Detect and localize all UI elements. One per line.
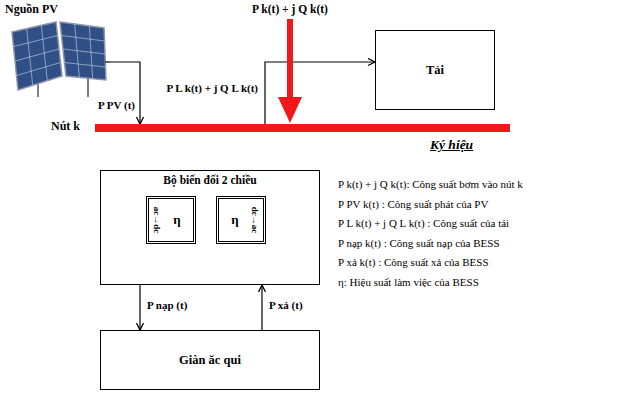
injected-power-arrow [278,19,302,123]
panel-grid [14,24,106,85]
node-label: Bộ biến đổi 2 chiều [163,174,256,186]
efficiency-symbol: η [173,212,180,228]
flow-label: P L k(t) + j Q L k(t) [165,82,259,94]
converter-unit: η ac→dc [146,196,196,244]
conversion-label: ac→dc [152,207,162,234]
power-flow-line [110,62,140,124]
solar-panel-illustration [8,18,110,98]
flow-label: P PV (t) [97,99,136,111]
power-flow-line [261,285,262,330]
legend-heading: Ký hiệu [430,137,473,153]
solar-panel [60,22,106,80]
pv-source: Nguồn PV [5,2,110,98]
panel-stand [37,84,39,97]
symbol-definition: P L k(t) + j Q L k(t) : Công suất của tả… [338,217,509,229]
injected-power-label: P k(t) + j Q k(t) [252,3,328,15]
symbol-definition: P PV k(t) : Công suất phát của PV [338,198,488,210]
symbol-definition: η: Hiệu suất làm việc của BESS [338,276,479,288]
solar-panel [12,22,62,90]
power-flow-line [265,62,375,124]
panel-stand [87,77,89,97]
battery-box: Giàn ăc qui [100,330,320,390]
load-box: Tải [375,30,495,110]
node-label: Nguồn PV [5,2,110,17]
converter-unit: η dc→ac [216,196,266,244]
connector-group [110,62,375,330]
panel-wire [105,61,110,62]
symbol-definition: P xả k(t) : Công suất xả của BESS [338,256,489,268]
arrow-shaft [287,19,293,98]
flow-label: P nạp (t) [146,299,188,311]
conversion-label: dc→ac [250,207,260,234]
node-label: Giàn ăc qui [179,353,241,368]
bus-bar: Nút k [95,124,510,132]
node-label: Tải [426,63,444,78]
power-flow-line [139,285,140,330]
symbol-definition: P k(t) + j Q k(t): Công suất bơm vào nút… [338,178,523,190]
efficiency-symbol: η [231,212,238,228]
arrow-head [278,97,302,123]
converter-box: η ac→dc η dc→ac Bộ biến đổi 2 chiều [100,170,320,285]
bus-label: Nút k [51,119,80,134]
flow-label: P xả (t) [268,299,304,311]
symbol-definition: P nạp k(t) : Công suất nạp của BESS [338,237,500,249]
